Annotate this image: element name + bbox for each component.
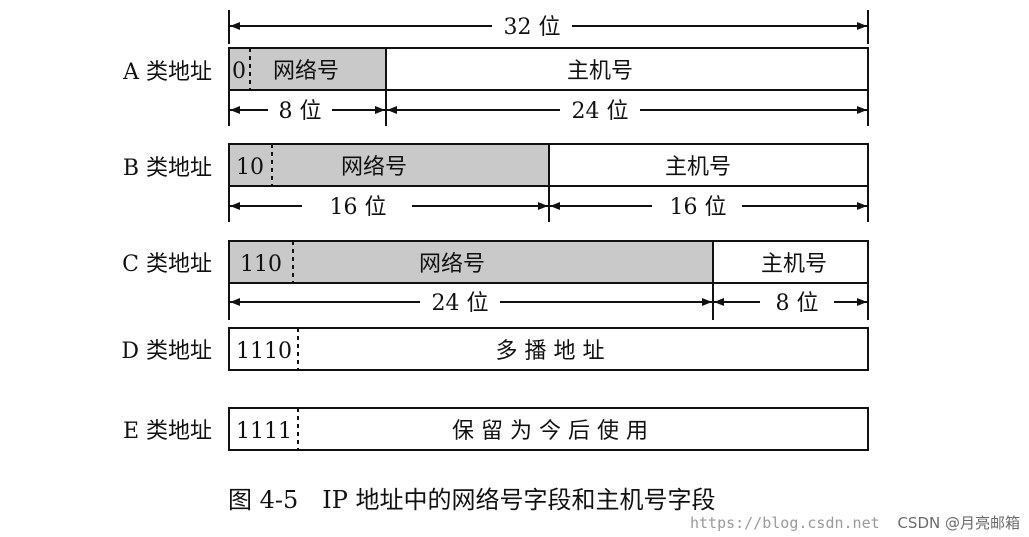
class-c-label: C 类地址	[122, 252, 212, 277]
class-e-body-text: 保 留 为 今 后 使 用	[452, 419, 648, 444]
class-a-net-bits: 8 位	[279, 99, 322, 124]
watermark-url: https://blog.csdn.net	[690, 514, 880, 532]
class-b-network-text: 网络号	[341, 155, 407, 180]
watermark-credit: CSDN @月亮邮箱	[897, 514, 1020, 532]
class-a-network-text: 网络号	[273, 59, 339, 84]
class-b-label: B 类地址	[123, 156, 212, 181]
class-c-prefix: 110	[240, 252, 282, 277]
class-a-label: A 类地址	[122, 60, 212, 85]
class-b-net-bits: 16 位	[330, 195, 387, 220]
class-e-row: E 类地址 1111 保 留 为 今 后 使 用	[123, 407, 869, 451]
class-b-network-field	[228, 143, 550, 187]
figure-caption: 图 4-5 IP 地址中的网络号字段和主机号字段	[228, 486, 716, 514]
class-a-host-text: 主机号	[567, 59, 633, 84]
total-bits-label: 32 位	[504, 15, 561, 40]
class-c-network-field	[228, 240, 714, 284]
class-d-prefix: 1110	[236, 339, 292, 364]
class-b-host-bits: 16 位	[670, 195, 727, 220]
class-c-net-bits: 24 位	[432, 291, 489, 316]
class-c-row: C 类地址 110 网络号 主机号 24 位 8 位	[122, 240, 869, 320]
class-b-prefix: 10	[236, 155, 264, 180]
class-c-host-text: 主机号	[761, 252, 827, 277]
class-e-field	[228, 407, 869, 451]
class-d-label: D 类地址	[121, 339, 212, 364]
watermark: https://blog.csdn.net CSDN @月亮邮箱	[690, 514, 1020, 532]
class-a-host-field	[385, 47, 869, 91]
class-d-row: D 类地址 1110 多 播 地 址	[121, 327, 869, 371]
class-a-row: A 类地址 0 网络号 主机号 8 位 24 位	[122, 47, 869, 126]
class-e-prefix: 1111	[236, 419, 292, 444]
class-e-label: E 类地址	[123, 419, 212, 444]
class-c-network-text: 网络号	[419, 252, 485, 277]
class-b-host-field	[548, 143, 869, 187]
class-d-field	[228, 327, 869, 371]
class-b-row: B 类地址 10 网络号 主机号 16 位 16 位	[123, 143, 869, 222]
class-a-prefix: 0	[232, 59, 246, 84]
class-c-host-field	[712, 240, 869, 284]
class-c-host-bits: 8 位	[776, 291, 819, 316]
class-a-host-bits: 24 位	[572, 99, 629, 124]
total-bits-dimension: 32 位	[228, 10, 869, 44]
class-a-network-field	[228, 47, 387, 91]
class-b-host-text: 主机号	[665, 155, 731, 180]
class-d-body-text: 多 播 地 址	[496, 339, 605, 364]
